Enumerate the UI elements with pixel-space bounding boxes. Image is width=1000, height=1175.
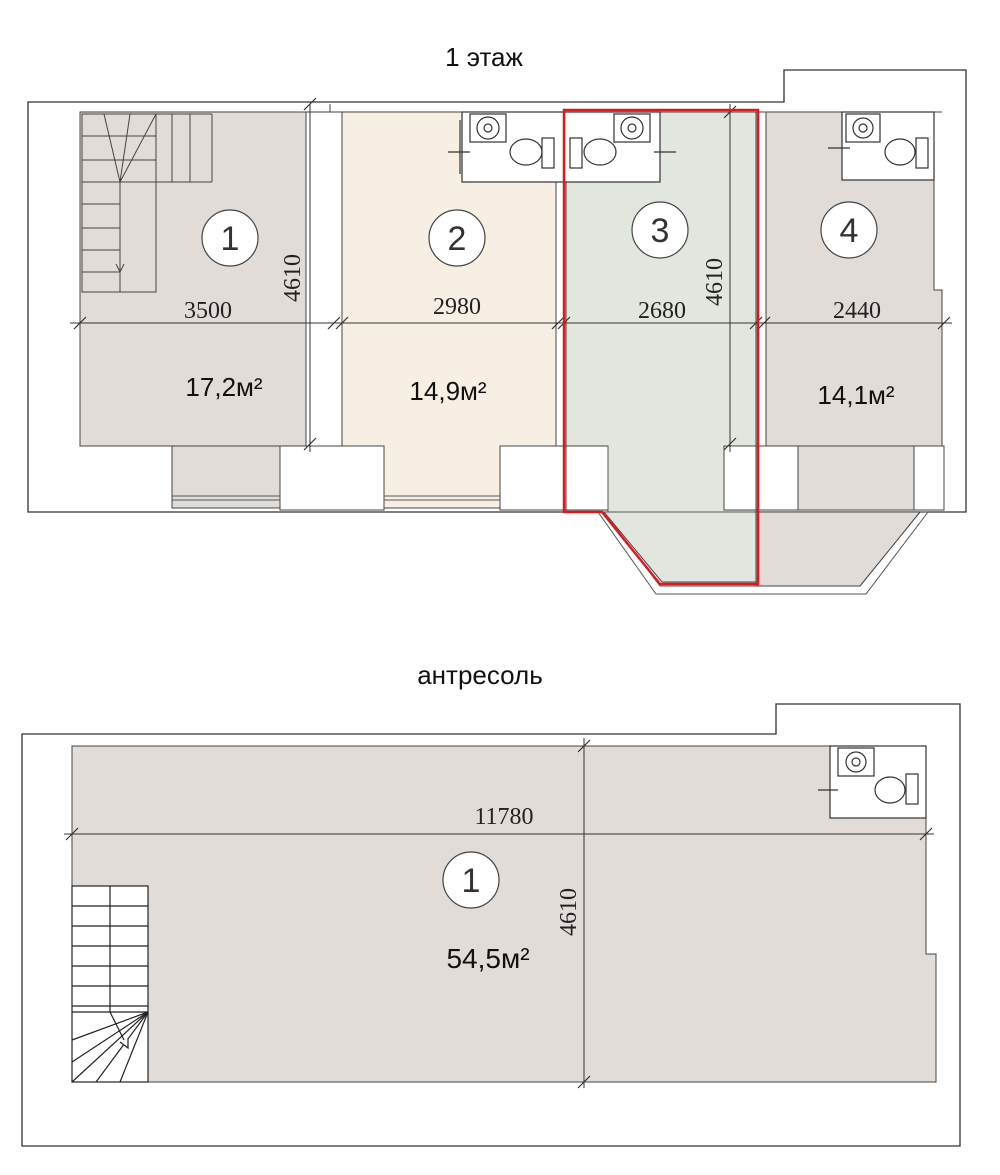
floor1-room-4-width: 2440: [833, 298, 881, 324]
floor1-room-4-bay: [797, 445, 915, 511]
floor1-room-2-badge: 2: [428, 209, 486, 267]
floor1-room-1-window-bay: [171, 445, 281, 509]
floor1-title: 1 этаж: [445, 42, 523, 72]
pier-4a: [755, 445, 799, 511]
svg-text:2: 2: [448, 220, 467, 258]
staircase-icon: [71, 885, 149, 1083]
floor1-room-2-width: 2980: [433, 294, 481, 320]
mezzanine-outline: [21, 703, 961, 1147]
mezzanine-room-1-badge: 1: [442, 851, 500, 909]
svg-text:1: 1: [462, 862, 481, 900]
floor1-room-1-width: 3500: [184, 298, 232, 324]
pier-4b: [913, 445, 945, 511]
floor1-room-3-width: 2680: [638, 298, 686, 324]
pier-1-2: [279, 445, 385, 511]
pier-2-3: [499, 445, 567, 511]
toilet-icon: [874, 773, 919, 805]
svg-text:4: 4: [840, 212, 859, 250]
staircase-icon: [81, 113, 213, 293]
svg-text:1: 1: [221, 220, 240, 258]
floor1-room-1-badge: 1: [201, 209, 259, 267]
mezzanine-title: антресоль: [417, 660, 543, 690]
mezzanine-room-1-width: 11780: [474, 804, 533, 830]
sink-icon: [845, 113, 881, 143]
floor1-room-4-bay-window: [755, 511, 922, 587]
sink-icon: [469, 113, 507, 143]
floor1-room-1-area: 17,2м²: [185, 372, 262, 402]
floor1-room-3-highlight[interactable]: [562, 108, 760, 586]
sink-icon: [613, 113, 651, 143]
column-1-2: [305, 111, 343, 449]
floor1-room-1-depth: 4610: [280, 254, 306, 302]
mezzanine-room-1-depth: 4610: [556, 888, 582, 936]
floor1-room-3-depth: 4610: [702, 258, 728, 306]
toilet-icon: [509, 137, 555, 169]
toilet-icon: [569, 137, 617, 169]
mezzanine-room-1-area: 54,5м²: [446, 943, 529, 974]
floor1-room-2-area: 14,9м²: [409, 376, 486, 406]
floor1-room-4-badge: 4: [820, 201, 878, 259]
floor1-room-4-area: 14,1м²: [817, 380, 894, 410]
floor1-room-3-badge: 3: [631, 201, 689, 259]
pier-3b: [723, 445, 757, 511]
pier-3a: [565, 445, 609, 511]
toilet-icon: [884, 137, 929, 169]
mezzanine-room-1: [71, 745, 937, 1083]
sink-icon: [837, 747, 875, 777]
floor1-outline: [27, 69, 967, 513]
svg-text:3: 3: [651, 212, 670, 250]
